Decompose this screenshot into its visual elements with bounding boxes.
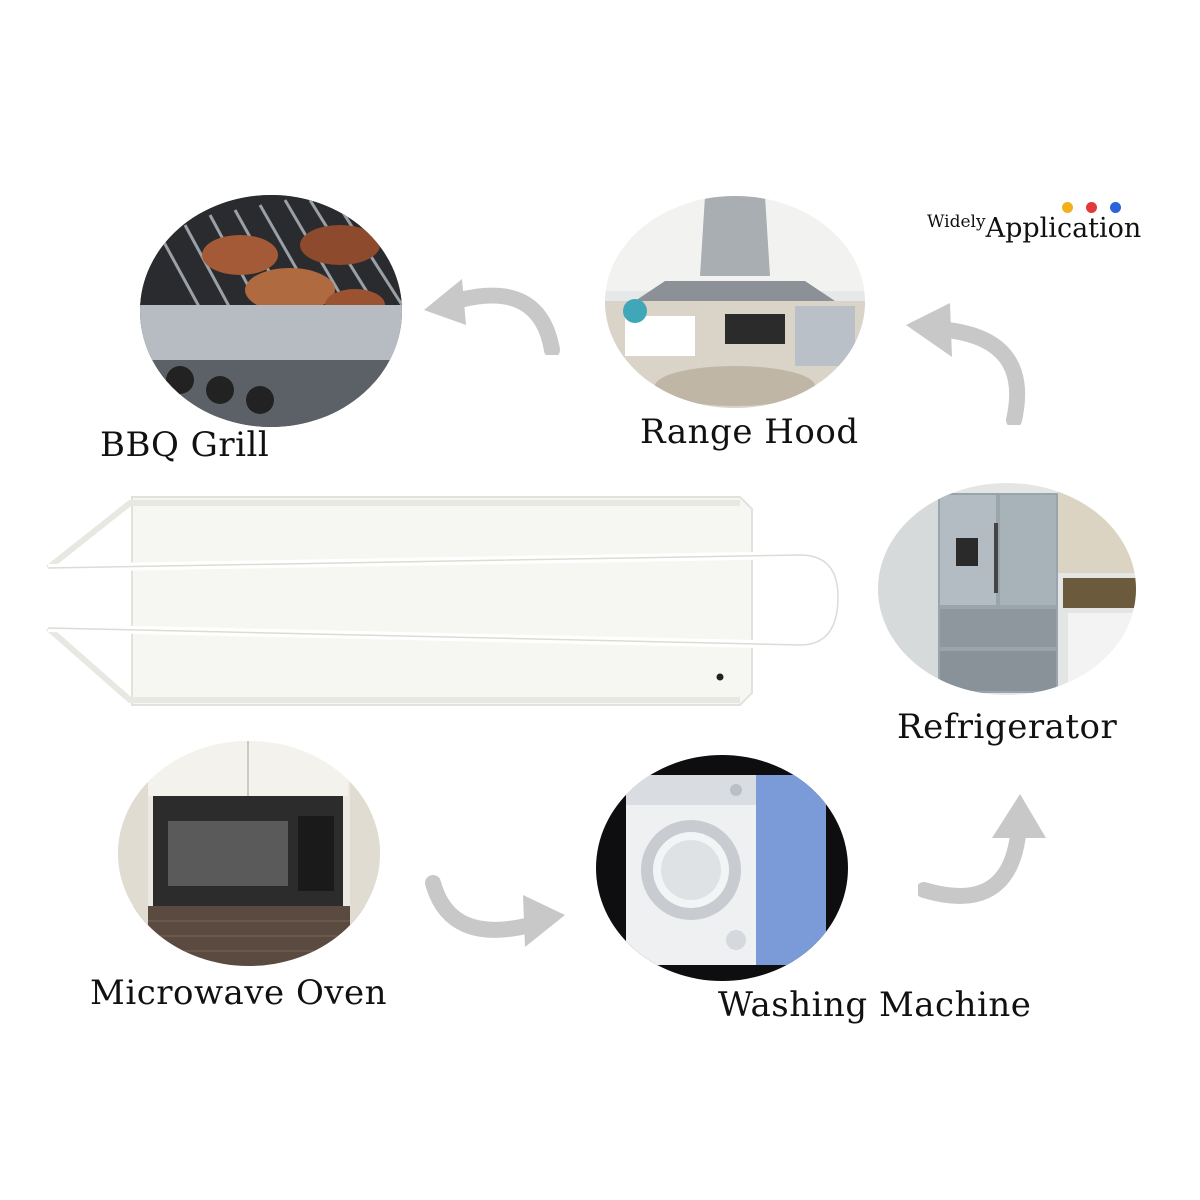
- microwave-oven-label: Microwave Oven: [90, 973, 388, 1013]
- arrow-fridge-to-hood: [906, 303, 1026, 425]
- arrow-washer-to-fridge: [918, 794, 1046, 904]
- accent-dot-red: [1086, 202, 1097, 213]
- bbq-grill-photo: [140, 195, 402, 427]
- accent-dot-blue: [1110, 202, 1121, 213]
- accent-dot-yellow: [1062, 202, 1073, 213]
- arrow-hood-to-grill: [424, 279, 560, 355]
- range-hood-label: Range Hood: [640, 412, 859, 452]
- white-wire-rack-product: [46, 496, 843, 706]
- refrigerator-label: Refrigerator: [897, 707, 1118, 747]
- washing-machine-label: Washing Machine: [718, 985, 1032, 1025]
- bbq-grill-label: BBQ Grill: [100, 425, 270, 465]
- arrow-microwave-to-washer: [425, 875, 565, 947]
- refrigerator-photo: [878, 483, 1136, 695]
- widely-application-heading: WidelyApplication: [927, 212, 1141, 244]
- washing-machine-photo: [596, 755, 848, 981]
- range-hood-photo: [605, 196, 865, 408]
- heading-big-text: Application: [985, 213, 1142, 244]
- microwave-oven-photo: [118, 741, 380, 966]
- heading-small-text: Widely: [927, 212, 986, 232]
